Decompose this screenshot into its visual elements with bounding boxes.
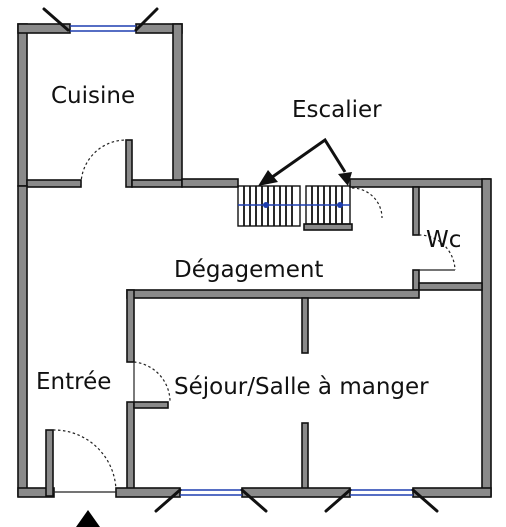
room-label-cuisine: Cuisine (51, 83, 136, 109)
entrance-arrow-icon (76, 510, 100, 527)
stairs (237, 185, 351, 227)
windows (42, 7, 439, 513)
room-label-wc: Wc (426, 227, 462, 253)
room-label-escalier: Escalier (292, 97, 382, 123)
walls (17, 23, 492, 498)
room-label-sejour: Séjour/Salle à manger (174, 374, 429, 400)
doors (52, 139, 456, 493)
room-label-degagement: Dégagement (174, 257, 324, 283)
escalier-callout (258, 137, 352, 186)
room-label-entree: Entrée (36, 369, 112, 395)
